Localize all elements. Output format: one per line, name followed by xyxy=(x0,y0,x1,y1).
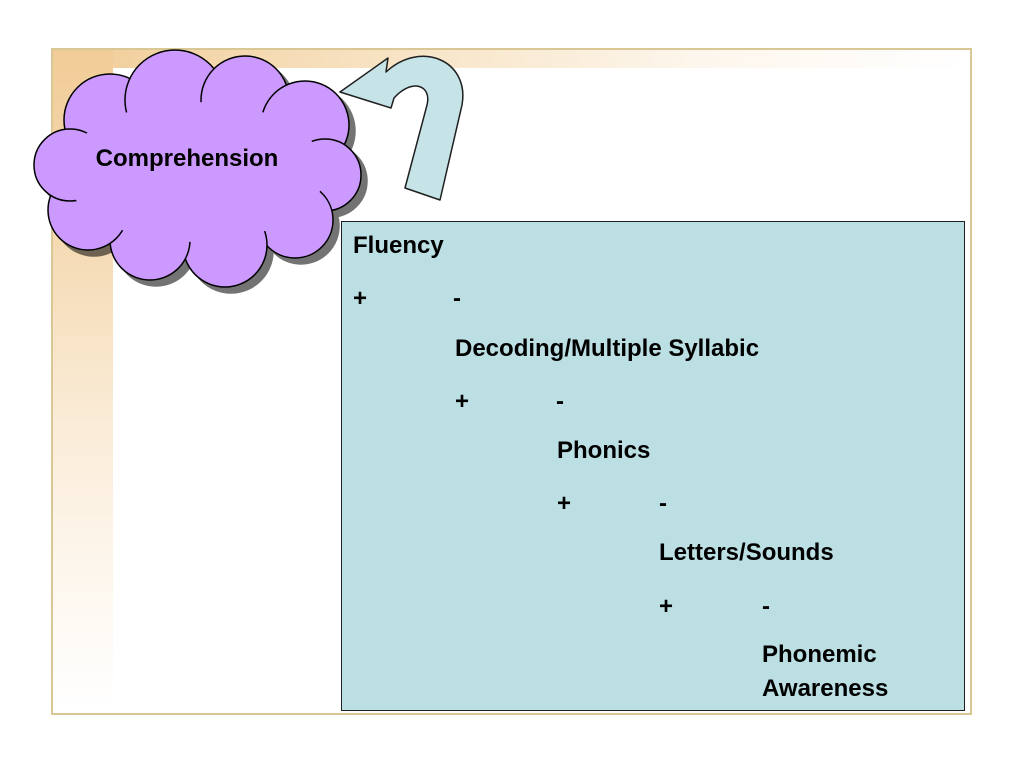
comprehension-cloud xyxy=(33,49,362,288)
phonemic-awareness-line2: Awareness xyxy=(762,675,889,702)
fluency-label: Fluency xyxy=(353,232,444,259)
phonics-label: Phonics xyxy=(557,437,651,464)
decoding-label: Decoding/Multiple Syllabic xyxy=(455,335,760,362)
fluency-plus: + xyxy=(353,285,368,312)
decoding-minus: - xyxy=(556,388,564,415)
letters-sounds-plus: + xyxy=(659,593,674,620)
letters-sounds-minus: - xyxy=(762,593,770,620)
phonics-minus: - xyxy=(659,490,667,517)
fluency-minus: - xyxy=(453,285,461,312)
phonemic-awareness-line1: Phonemic xyxy=(762,641,877,668)
letters-sounds-label: Letters/Sounds xyxy=(659,539,834,566)
decoding-plus: + xyxy=(455,388,470,415)
cloud-label: Comprehension xyxy=(95,145,279,172)
phonics-plus: + xyxy=(557,490,572,517)
skills-hierarchy-box: Fluency + - Decoding/Multiple Syllabic +… xyxy=(341,221,965,711)
curved-return-arrow xyxy=(339,55,464,201)
top-gradient-band xyxy=(53,50,970,68)
